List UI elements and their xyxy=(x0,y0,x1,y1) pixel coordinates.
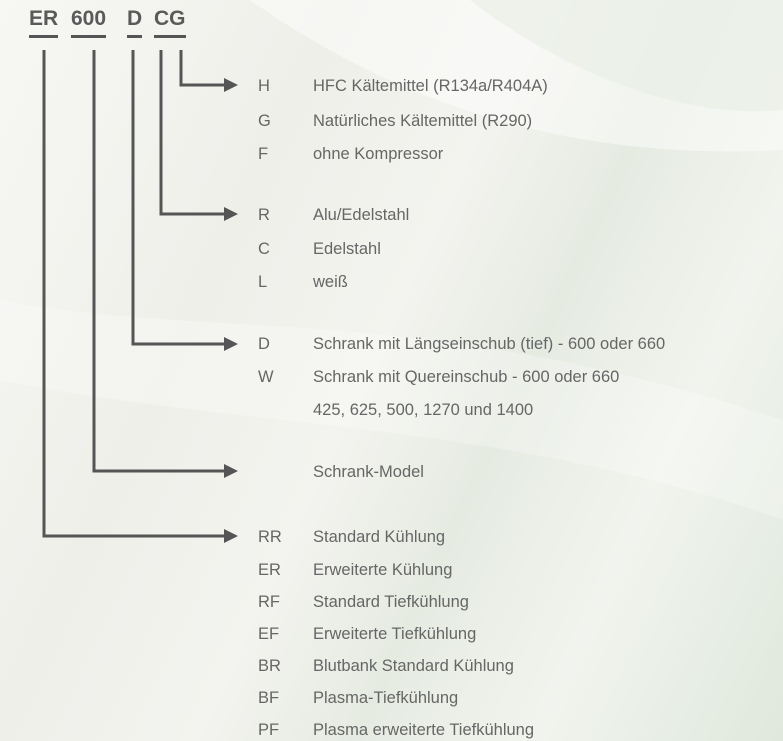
code-underline xyxy=(71,35,107,38)
legend-text: Schrank mit Längseinschub (tief) - 600 o… xyxy=(313,335,666,353)
arrow-head xyxy=(224,464,238,478)
legend-key: D xyxy=(258,335,270,353)
legend-text: Erweiterte Kühlung xyxy=(313,561,453,579)
legend-key: G xyxy=(258,112,271,130)
legend-text: HFC Kältemittel (R134a/R404A) xyxy=(313,77,548,95)
arrow-head xyxy=(224,207,238,221)
legend-text: Schrank mit Quereinschub - 600 oder 660 xyxy=(313,368,620,386)
legend-key: ER xyxy=(258,561,281,579)
legend-key: H xyxy=(258,77,270,95)
arrow-head xyxy=(224,529,238,543)
code-segment-cabinet: D xyxy=(127,6,143,38)
connector-material xyxy=(159,50,226,216)
legend-text: Plasma erweiterte Tiefkühlung xyxy=(313,721,535,739)
code-underline xyxy=(127,35,143,38)
legend-key: BR xyxy=(258,657,281,675)
legend-key: BF xyxy=(258,689,280,707)
legend-text: Schrank-Model xyxy=(313,463,424,481)
legend-key: F xyxy=(258,145,269,163)
legend-text: Alu/Edelstahl xyxy=(313,206,410,224)
legend-key: W xyxy=(258,368,274,386)
connector-cooling xyxy=(42,50,226,538)
legend-key: L xyxy=(258,273,268,291)
legend-key: RF xyxy=(258,593,280,611)
legend-text: Natürliches Kältemittel (R290) xyxy=(313,112,533,130)
code-segment-model: 600 xyxy=(71,6,107,38)
arrow-head xyxy=(224,78,238,92)
code-segment-cooling: ER xyxy=(29,6,59,38)
legend-text: ohne Kompressor xyxy=(313,145,444,163)
connector-cabinet xyxy=(131,50,226,346)
code-underline xyxy=(29,35,59,38)
legend-text: Erweiterte Tiefkühlung xyxy=(313,625,477,643)
code-underline xyxy=(154,35,186,38)
legend-text: Plasma-Tiefkühlung xyxy=(313,689,459,707)
arrow-head xyxy=(224,337,238,351)
connector-refrigerant xyxy=(179,50,226,87)
code-segment-material-refrigerant: CG xyxy=(154,6,186,38)
connector-model xyxy=(92,50,226,473)
legend-text: 425, 625, 500, 1270 und 1400 xyxy=(313,401,534,419)
legend-text: Standard Kühlung xyxy=(313,528,446,546)
legend-key: EF xyxy=(258,625,280,643)
legend-text: weiß xyxy=(313,273,348,291)
legend-text: Blutbank Standard Kühlung xyxy=(313,657,514,675)
legend-key: PF xyxy=(258,721,280,739)
legend-text: Edelstahl xyxy=(313,240,381,258)
legend-key: R xyxy=(258,206,270,224)
legend-text: Standard Tiefkühlung xyxy=(313,593,469,611)
legend-key: RR xyxy=(258,528,282,546)
legend-key: C xyxy=(258,240,270,258)
